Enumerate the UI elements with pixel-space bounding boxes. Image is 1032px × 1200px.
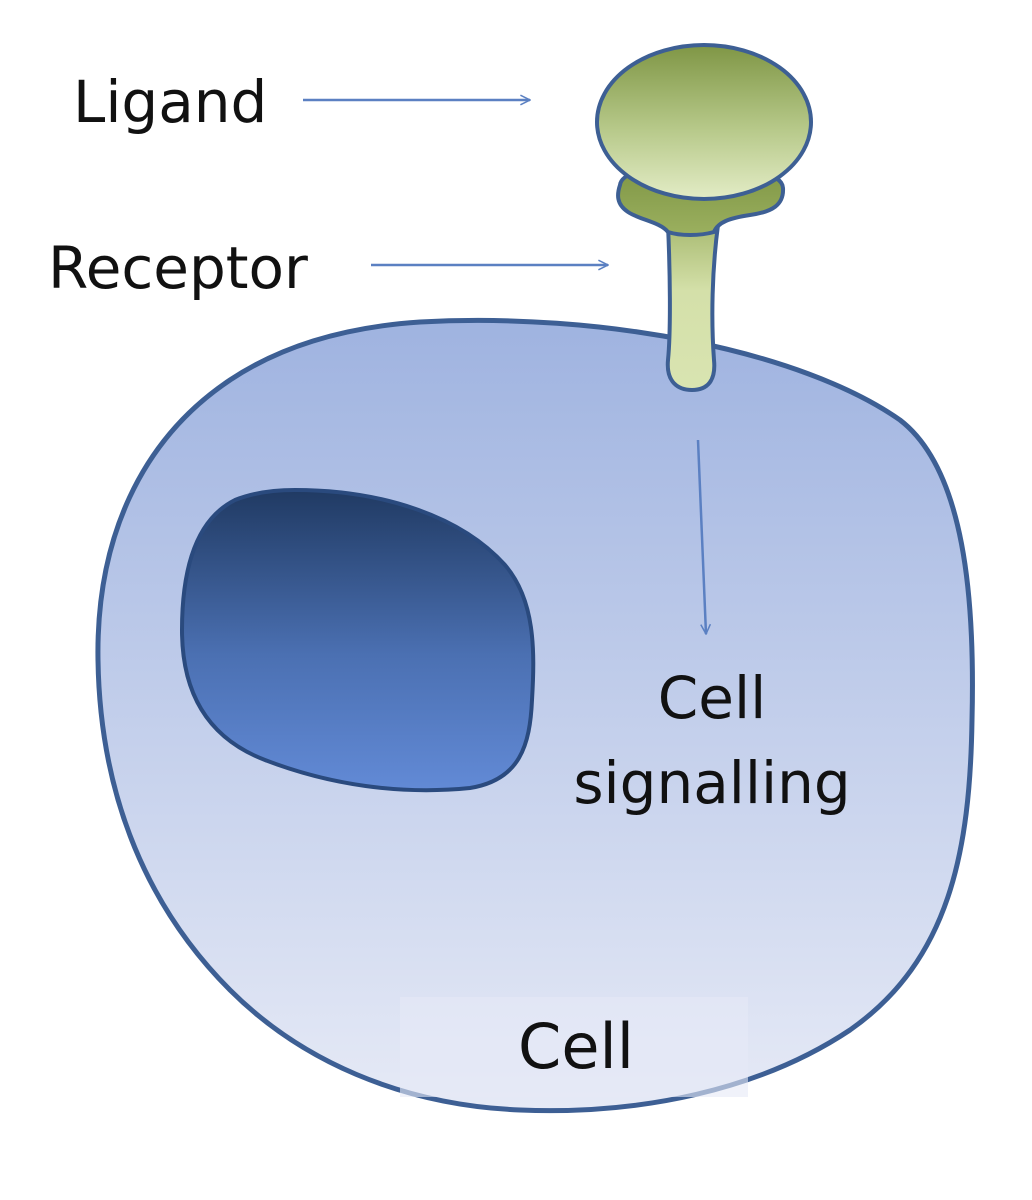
- cell-label: Cell: [518, 1010, 634, 1083]
- ligand-label: Ligand: [73, 68, 267, 136]
- cell-label-background: [400, 997, 748, 1097]
- signalling-label-line1: Cell: [658, 664, 766, 732]
- signalling-label-line2: signalling: [573, 749, 850, 817]
- receptor-stem: [665, 223, 721, 393]
- signalling-arrow: [696, 439, 706, 634]
- receptor-label: Receptor: [48, 234, 308, 302]
- ligand-icon: [595, 43, 813, 201]
- nucleus-icon: [179, 487, 536, 793]
